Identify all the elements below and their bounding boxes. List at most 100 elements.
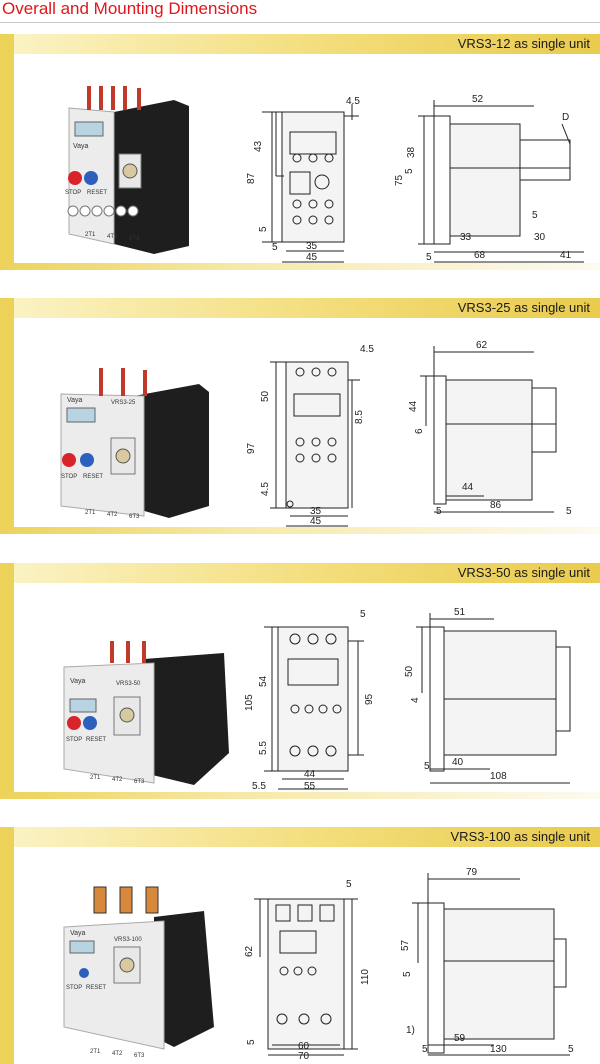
front-view [264, 626, 364, 790]
dim-label: 110 [360, 969, 371, 985]
dim-label: 5 [532, 210, 538, 221]
dim-label: 87 [246, 172, 257, 184]
section-bottom-band [0, 527, 600, 534]
dim-label: 4.5 [346, 96, 360, 107]
front-view [254, 898, 358, 1056]
dim-label: 35 [306, 241, 318, 252]
section-vrs3-12: VRS3-12 as single unit Vaya STOP RESET 2… [0, 34, 600, 270]
dim-label: 5 [404, 168, 415, 174]
dim-label: 45 [306, 252, 318, 263]
dim-label: 35 [310, 506, 322, 517]
dim-label: 4.5 [260, 482, 271, 496]
section-sidebar [0, 827, 14, 1064]
dim-label: 62 [476, 340, 488, 351]
section-vrs3-50: VRS3-50 as single unit Vaya VRS3-50 STOP… [0, 563, 600, 799]
terminal-label: 6T3 [129, 236, 140, 242]
dim-label: 5 [272, 242, 278, 253]
section-sidebar [0, 563, 14, 799]
brand-label: Vaya [70, 678, 86, 685]
dim-label: 40 [452, 757, 464, 768]
brand-label: Vaya [73, 143, 89, 150]
section-title: VRS3-100 as single unit [450, 829, 590, 844]
side-view [418, 100, 584, 263]
model-label: VRS3-50 [116, 681, 141, 687]
section-bottom-band [0, 792, 600, 799]
dimension-drawing: Vaya VRS3-25 STOP RESET 2T1 4T2 6T3 4.5 … [60, 340, 572, 527]
terminal-label: 4T2 [112, 1051, 123, 1057]
dim-label: 86 [490, 500, 502, 511]
dim-label: 50 [260, 390, 271, 402]
terminal-label: 2T1 [85, 510, 96, 516]
section-title: VRS3-12 as single unit [457, 36, 590, 51]
reset-label: RESET [87, 190, 107, 196]
dim-label: 5 [258, 226, 269, 232]
front-view [270, 361, 360, 527]
dim-label: 62 [244, 945, 255, 957]
side-view [416, 613, 571, 784]
dim-label: 5 [568, 1044, 574, 1055]
dim-label: 5 [424, 761, 430, 772]
brand-label: Vaya [70, 930, 86, 937]
section-sidebar [0, 34, 14, 270]
dim-label: 5.5 [258, 741, 269, 755]
dim-label: 45 [310, 516, 322, 527]
dim-label: 68 [474, 250, 486, 261]
product-photo: Vaya VRS3-50 STOP RESET 2T1 4T2 6T3 [63, 641, 229, 785]
dim-label: 79 [466, 867, 478, 878]
terminal-label: 4T2 [112, 777, 123, 783]
front-view [262, 104, 359, 263]
dim-label: 97 [246, 442, 257, 454]
product-photo: Vaya STOP RESET 2T1 4T2 6T3 [65, 86, 189, 254]
reset-label: RESET [86, 985, 106, 991]
dim-label: 5 [360, 609, 366, 620]
section-vrs3-25: VRS3-25 as single unit Vaya VRS3-25 STOP… [0, 298, 600, 534]
section-header-band [0, 827, 600, 847]
dim-label: 130 [490, 1044, 507, 1055]
dim-label: 60 [298, 1041, 310, 1052]
dim-label: 8.5 [354, 410, 365, 424]
dim-label: 38 [406, 146, 417, 158]
stop-label: STOP [66, 985, 82, 991]
dim-label: 33 [460, 232, 472, 243]
dim-label: 4 [410, 697, 421, 703]
terminal-label: 4T2 [107, 234, 118, 240]
section-vrs3-100: VRS3-100 as single unit Vaya VRS3-100 ST… [0, 827, 600, 1064]
dim-label: 5 [426, 252, 432, 263]
section-header-band [0, 563, 600, 583]
section-header-band [0, 298, 600, 318]
dim-label: 51 [454, 607, 466, 618]
terminal-label: 4T2 [107, 512, 118, 518]
dim-label: 5 [402, 971, 413, 977]
dim-label: 43 [253, 140, 264, 152]
dim-label: 44 [462, 482, 474, 493]
dim-label: 75 [394, 174, 405, 186]
side-view [420, 346, 557, 513]
section-sidebar [0, 298, 14, 534]
dim-label: 44 [408, 400, 419, 412]
brand-label: Vaya [67, 397, 83, 404]
dim-label: 41 [560, 250, 572, 261]
dim-label: 95 [364, 693, 375, 705]
dimension-drawing: Vaya VRS3-50 STOP RESET 2T1 4T2 6T3 5 5 4… [63, 607, 571, 792]
title-divider [0, 22, 600, 23]
page-title: Overall and Mounting Dimensions [2, 0, 258, 18]
dim-label: 6 [414, 428, 425, 434]
dim-label: 57 [400, 939, 411, 951]
model-label: VRS3-25 [111, 400, 136, 406]
reset-label: RESET [86, 737, 106, 743]
terminal-label: 2T1 [85, 232, 96, 238]
section-title: VRS3-50 as single unit [457, 565, 590, 580]
section-title: VRS3-25 as single unit [457, 300, 590, 315]
dim-label: 30 [534, 232, 546, 243]
dim-label: 5 [566, 506, 572, 517]
dim-label: 52 [472, 94, 484, 105]
dim-label: 4.5 [360, 344, 374, 355]
product-photo: Vaya VRS3-100 STOP RESET 2T1 4T2 6T3 [63, 886, 214, 1059]
dim-label: 1) [406, 1025, 415, 1036]
terminal-label: 2T1 [90, 1049, 101, 1055]
stop-label: STOP [66, 737, 82, 743]
dim-label: 50 [404, 665, 415, 677]
dim-label: 44 [304, 769, 316, 780]
stop-label: STOP [65, 190, 81, 196]
side-view [412, 873, 570, 1056]
